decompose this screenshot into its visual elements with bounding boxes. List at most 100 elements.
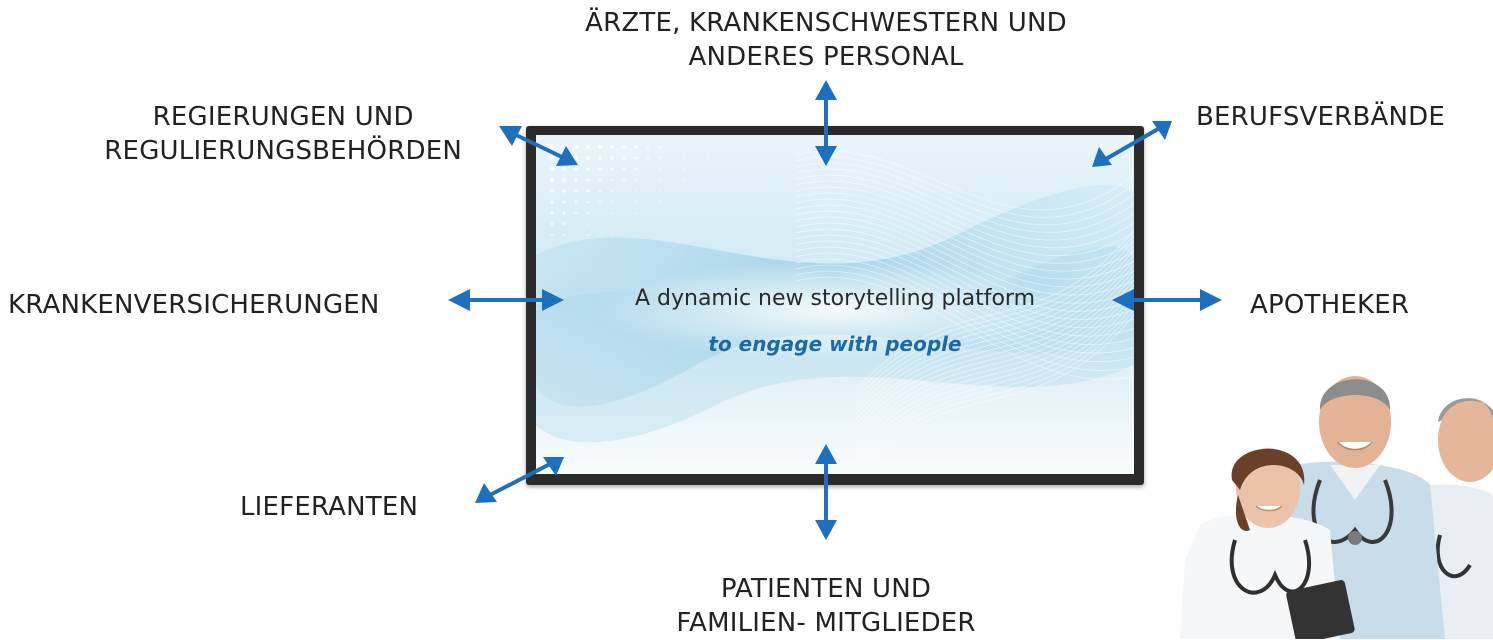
screen-dot [647,201,649,203]
screen-dot [549,155,555,161]
screen-wave-line [855,289,1134,450]
screen-dot [683,168,685,170]
label-professional-associations: BERUFSVERBÄNDE [1196,102,1445,132]
screen-dot [586,156,590,160]
screen-dot [549,144,555,150]
monitor-screen: A dynamic new storytelling platform to e… [536,135,1134,474]
tv-monitor: A dynamic new storytelling platform to e… [526,126,1144,485]
screen-dot [707,146,709,148]
screen-dot [659,190,661,192]
screen-dot [646,156,650,160]
double-arrow-top [815,80,837,166]
screen-dot [550,233,554,237]
screen-dot [598,200,602,204]
screen-dot [599,223,601,225]
screen-dot [586,178,590,182]
screen-dot [585,144,591,150]
screen-dot [563,234,565,236]
screen-dot [719,157,721,159]
screen-dot [659,168,661,170]
screen-dot [695,157,697,159]
screen-wave-line [795,186,1134,256]
double-arrow-right [1112,289,1222,311]
screen-dot [647,179,649,181]
doctors-group-illustration [1180,376,1493,639]
screen-dot [573,144,579,150]
screen-dot [731,146,733,148]
screen-dot [623,201,625,203]
screen-dot [610,189,614,193]
screen-dot [562,200,566,204]
screen-dot [550,222,554,226]
screen-headline: A dynamic new storytelling platform [634,286,1036,311]
screen-dot [659,157,661,159]
double-arrow-topleft [499,126,578,166]
screen-dot [695,146,697,148]
screen-dot [635,223,637,225]
screen-dot [659,201,661,203]
label-line: PATIENTEN UND [720,574,932,604]
screen-dot [562,189,566,193]
screen-wave-background [536,144,1134,474]
label-line: FAMILIEN- MITGLIEDER [676,608,976,638]
screen-dot [635,179,637,181]
label-pharmacists: APOTHEKER [1250,290,1410,320]
screen-dot [598,156,602,160]
label-health-insurers: KRANKENVERSICHERUNGEN [8,290,380,320]
screen-dot [610,156,614,160]
screen-dot [634,167,638,171]
screen-dot [598,178,602,182]
screen-dot [622,178,626,182]
screen-wave-line [795,168,1134,233]
doctor-left-figure [1180,448,1355,639]
screen-dot [622,167,626,171]
screen-dot [622,145,626,149]
label-suppliers: LIEFERANTEN [240,492,419,522]
screen-dot [683,157,685,159]
screen-dot [550,200,554,204]
label-line: REGULIERUNGSBEHÖRDEN [104,136,462,166]
screen-dot [622,156,626,160]
screen-wave-line [855,314,1134,474]
screen-dot [574,200,578,204]
screen-wave-line [855,304,1134,465]
screen-wave-line [855,274,1134,435]
screen-dot [611,234,613,236]
screen-dot [610,178,614,182]
screen-dot [658,145,662,149]
screen-dot [598,145,602,149]
screen-dot [574,189,578,193]
screen-dot [611,201,613,203]
screen-dot [561,166,567,172]
screen-dot [550,189,554,193]
screen-dot [574,167,578,171]
screen-dot [587,223,589,225]
label-line: REGIERUNGEN UND [152,102,414,132]
screen-dot [562,222,566,226]
screen-dot [586,189,590,193]
screen-wave-line [855,269,1134,430]
screen-dot [683,179,685,181]
screen-dot [623,190,625,192]
screen-wave-line [795,210,1134,288]
screen-dot [647,168,649,170]
label-line: ANDERES PERSONAL [688,42,964,72]
screen-dot [671,146,673,148]
screen-dot [599,212,601,214]
screen-dot [634,156,638,160]
screen-wave-line [795,192,1134,264]
screen-dot [549,177,555,183]
screen-dot [647,212,649,214]
label-governments-regulators: REGIERUNGEN UND REGULIERUNGSBEHÖRDEN [104,100,462,168]
screen-dot [647,190,649,192]
double-arrow-left [448,289,564,311]
screen-wave-line [795,156,1134,218]
screen-wave-line [795,174,1134,241]
screen-dot [598,167,602,171]
screen-wave-line [795,198,1134,272]
screen-dot [695,168,697,170]
screen-dot [634,145,638,149]
label-doctors-nurses-staff: ÄRZTE, KRANKENSCHWESTERN UND ANDERES PER… [585,6,1067,74]
screen-wave-line [795,162,1134,226]
screen-wave-line [855,294,1134,455]
